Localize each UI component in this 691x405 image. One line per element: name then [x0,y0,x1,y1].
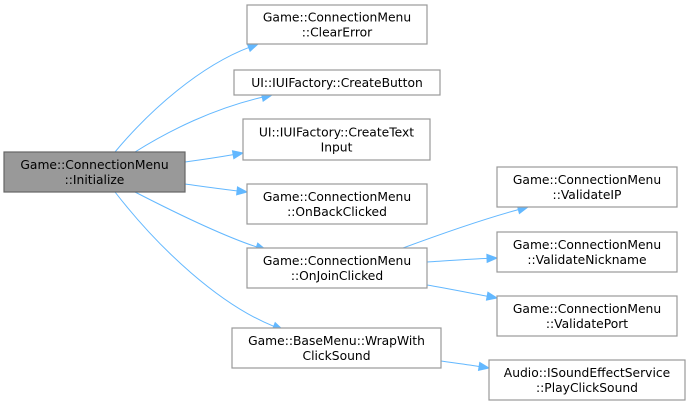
node-label-line: Game::ConnectionMenu [513,238,661,252]
node-box[interactable] [496,295,678,337]
edge-initialize-to-on-back-clicked [184,183,249,196]
node-clear-error[interactable]: Game::ConnectionMenu::ClearError [246,4,428,45]
arrowhead-icon [231,150,245,160]
node-label-line: Game::BaseMenu::WrapWith [248,334,425,348]
edge-line [440,360,481,368]
node-on-join-clicked[interactable]: Game::ConnectionMenu::OnJoinClicked [246,247,428,289]
node-play-click-sound[interactable]: Audio::ISoundEffectService::PlayClickSou… [488,359,686,401]
edge-line [426,257,489,263]
edge-line [114,46,250,153]
arrowhead-icon [485,291,499,301]
node-validate-nickname[interactable]: Game::ConnectionMenu::ValidateNickname [496,231,678,273]
node-label-line: UI::IUIFactory::CreateText [259,126,414,140]
node-create-button[interactable]: UI::IUIFactory::CreateButton [233,69,441,96]
node-box[interactable] [496,231,678,273]
node-label-line: ::OnBackClicked [287,205,387,219]
node-on-back-clicked[interactable]: Game::ConnectionMenu::OnBackClicked [246,183,428,225]
edge-line [114,191,275,328]
node-label-line: ::ValidateNickname [527,253,646,267]
edge-line [402,208,520,249]
node-label-line: ::ClearError [302,26,373,40]
node-label-line: ::ValidateIP [553,188,622,202]
edge-on-join-clicked-to-validate-nickname [426,253,499,264]
node-label-line: UI::IUIFactory::CreateButton [251,76,423,90]
node-label-line: ::OnJoinClicked [291,269,383,283]
node-box[interactable] [231,327,442,369]
node-label-line: Game::ConnectionMenu [513,173,661,187]
node-box[interactable] [246,4,428,45]
node-label-line: Game::ConnectionMenu [263,11,411,25]
edge-line [184,183,239,192]
arrowhead-icon [246,43,260,53]
node-label-line: ::Initialize [65,173,125,187]
edge-initialize-to-on-join-clicked [134,191,268,252]
node-box[interactable] [233,69,441,96]
node-label-line: Game::ConnectionMenu [20,158,168,172]
node-label-line: Input [321,141,353,155]
node-label-line: ::PlayClickSound [536,381,638,395]
node-label-line: Game::ConnectionMenu [263,190,411,204]
arrowhead-icon [236,186,249,196]
node-box[interactable] [246,247,428,289]
edge-line [134,96,264,153]
node-label-line: Game::ConnectionMenu [263,254,411,268]
node-initialize[interactable]: Game::ConnectionMenu::Initialize [3,151,186,193]
edge-wrap-with-click-sound-to-play-click-sound [440,360,491,372]
edge-initialize-to-clear-error [114,43,260,153]
edge-on-join-clicked-to-validate-port [426,284,499,301]
node-box[interactable] [246,183,428,225]
node-box[interactable] [242,118,431,161]
node-label-line: Audio::ISoundEffectService [504,366,670,380]
nodes-layer: Game::ConnectionMenu::InitializeGame::Co… [3,4,686,401]
edge-initialize-to-create-text-input [184,150,245,163]
arrowhead-icon [477,361,491,372]
node-label-line: Game::ConnectionMenu [513,302,661,316]
node-validate-port[interactable]: Game::ConnectionMenu::ValidatePort [496,295,678,337]
node-box[interactable] [488,359,686,401]
edge-line [134,191,258,248]
node-label-line: ClickSound [302,349,370,363]
node-label-line: ::ValidatePort [546,317,628,331]
node-box[interactable] [3,151,186,193]
node-box[interactable] [496,166,678,208]
arrowhead-icon [486,253,499,264]
edge-line [426,284,489,297]
edge-line [184,154,235,163]
node-validate-ip[interactable]: Game::ConnectionMenu::ValidateIP [496,166,678,208]
